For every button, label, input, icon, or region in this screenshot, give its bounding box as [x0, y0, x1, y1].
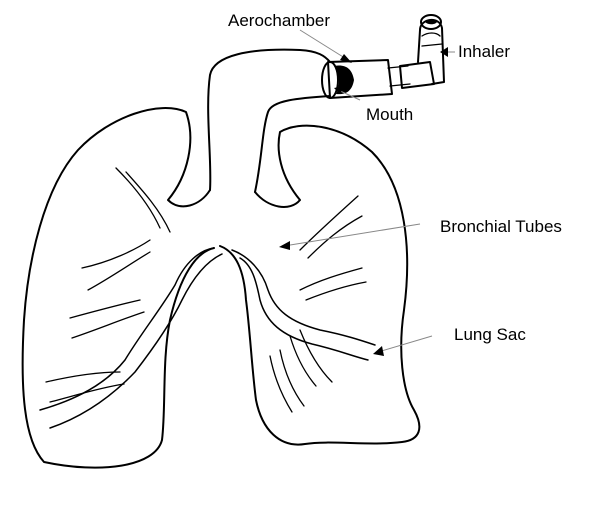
- label-lung-sac: Lung Sac: [454, 325, 526, 344]
- bronchial-tree: [40, 168, 375, 428]
- airway-tube: [208, 50, 330, 192]
- right-lung-outline: [220, 126, 419, 445]
- annotation-leaders: [279, 30, 455, 356]
- label-aerochamber: Aerochamber: [228, 11, 330, 30]
- label-inhaler: Inhaler: [458, 42, 510, 61]
- aerochamber-device: [322, 60, 410, 98]
- label-mouth: Mouth: [366, 105, 413, 124]
- left-lung-outline: [23, 108, 214, 468]
- label-bronchial-tubes: Bronchial Tubes: [440, 217, 562, 236]
- inhaler-device: [400, 15, 444, 88]
